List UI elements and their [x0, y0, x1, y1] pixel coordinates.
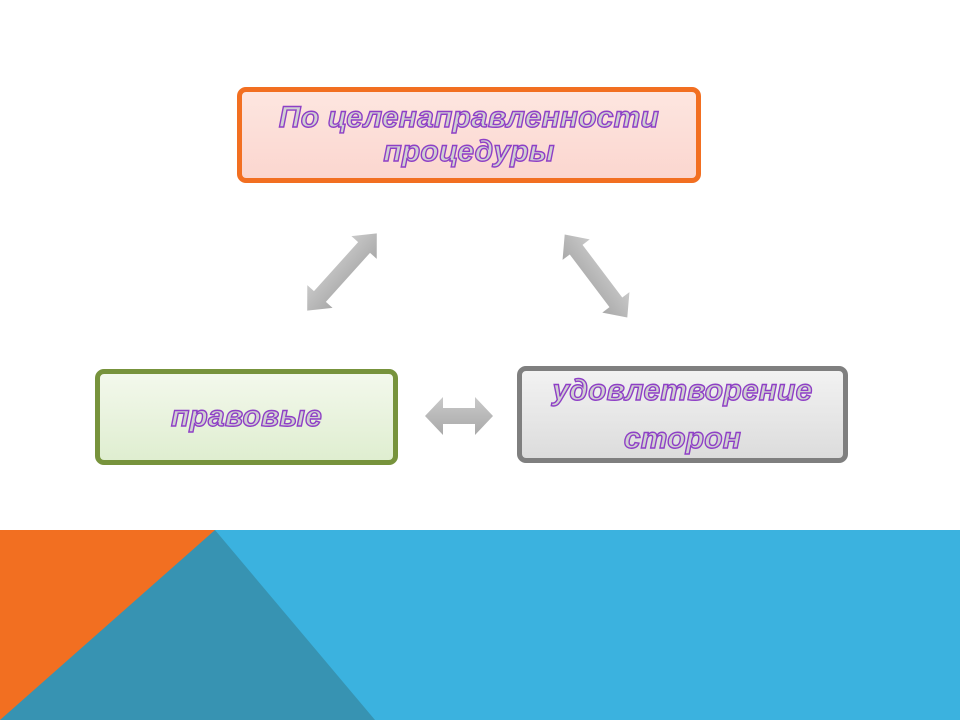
footer-orange-triangle	[0, 530, 215, 720]
right-box-line-1: удовлетворение	[552, 373, 813, 407]
top-box: По целенаправленности процедуры	[237, 87, 701, 183]
arrow-bottom	[425, 397, 493, 435]
right-box-line-2: сторон	[623, 421, 742, 455]
left-box-label: правовые	[170, 399, 323, 433]
top-box-line-1: По целенаправленности	[278, 100, 660, 134]
left-box: правовые	[95, 369, 398, 465]
footer-band	[0, 530, 960, 720]
right-box: удовлетворение сторон	[517, 366, 848, 463]
arrow-top-right	[562, 234, 630, 318]
arrow-top-left	[307, 233, 377, 311]
top-box-line-2: процедуры	[383, 134, 555, 168]
